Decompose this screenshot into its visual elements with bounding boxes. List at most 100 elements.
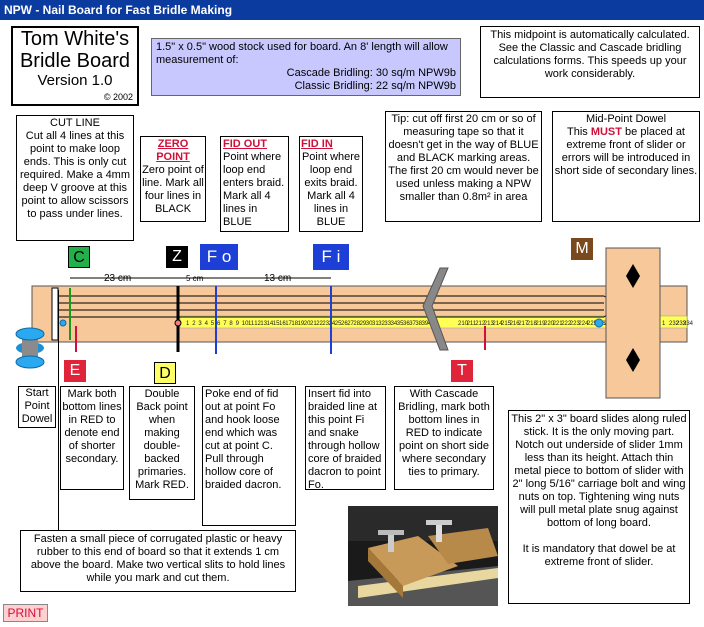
- fid-out-note: FID OUT Point where loop end enters brai…: [220, 136, 289, 232]
- cascade-capacity: Cascade Bridling: 30 sq/m NPW9b: [286, 67, 456, 79]
- long-board: [31, 285, 688, 343]
- ruler-number: 13: [260, 321, 267, 327]
- marker-fo: F o: [200, 244, 238, 270]
- cut-line-note: CUT LINE Cut all 4 lines at this point t…: [16, 115, 134, 241]
- ruler-number: 38: [415, 321, 422, 327]
- marker-e: E: [64, 360, 86, 382]
- ruler-number: 8: [229, 321, 233, 327]
- midpoint-note: This midpoint is automatically calculate…: [480, 26, 700, 98]
- window-title: NPW - Nail Board for Fast Bridle Making: [0, 0, 704, 20]
- d-note: Double Back point when making double-bac…: [129, 386, 195, 500]
- ruler-number: 36: [403, 321, 410, 327]
- start-point-dowel: [15, 327, 45, 369]
- ruler-number: 3: [198, 321, 202, 327]
- ruler-numbers-left: 1234567891011121314151617181920212223242…: [186, 321, 435, 327]
- d-point-dot: [174, 319, 182, 327]
- ruler-number: 221: [553, 321, 564, 327]
- ruler-number: 233: [676, 321, 687, 327]
- fasten-pointer: [58, 290, 59, 530]
- ruler-number: 4: [205, 321, 209, 327]
- ruler-number: 222: [561, 321, 572, 327]
- slider-photo: [348, 506, 498, 606]
- wood-stock-line-1: 1.5" x 0.5" wood stock used for board. A…: [156, 41, 448, 66]
- start-dowel-label: Start Point Dowel: [18, 386, 56, 428]
- ruler-number: 33: [384, 321, 391, 327]
- ruler-number: 213: [484, 321, 495, 327]
- ruler-number: 37: [409, 321, 416, 327]
- ruler-number: 6: [217, 321, 221, 327]
- mid-dowel-title: Mid-Point Dowel: [585, 113, 667, 125]
- ruler-number: 218: [527, 321, 538, 327]
- mid-dowel-note: Mid-Point Dowel This MUST be placed at e…: [552, 111, 700, 222]
- ruler-number: 223: [570, 321, 581, 327]
- bridle-board-diagram: 1234567891011121314151617181920212223242…: [15, 247, 694, 399]
- ruler-number: 11: [248, 321, 255, 327]
- marker-m: M: [571, 238, 593, 260]
- fasten-note: Fasten a small piece of corrugated plast…: [20, 530, 296, 592]
- zero-point-note: ZERO POINT Zero point of line. Mark all …: [140, 136, 206, 222]
- zero-point-title: ZERO POINT: [156, 138, 190, 163]
- poke-note: Poke end of fid out at point Fo and hook…: [202, 386, 296, 526]
- ruler-number: 39: [422, 321, 429, 327]
- ruler-number: 1: [186, 321, 190, 327]
- logo-line-1: Tom White's: [20, 28, 130, 50]
- mid-dowel-must: MUST: [590, 126, 622, 138]
- logo-version: Version 1.0: [37, 72, 113, 89]
- fid-out-title: FID OUT: [223, 138, 267, 150]
- start-dowel-dot: [59, 319, 67, 327]
- ruler-number: 211: [467, 321, 477, 327]
- zero-point-text: Zero point of line. Mark all four lines …: [142, 164, 204, 215]
- logo-line-2: Bridle Board: [19, 50, 131, 72]
- ruler-number: 9: [236, 321, 240, 327]
- ruler-number: 15: [273, 321, 280, 327]
- ruler-number: 28: [353, 321, 360, 327]
- ruler-number: 219: [535, 321, 546, 327]
- ruler-number: 210: [458, 321, 469, 327]
- wing-nut-top: [626, 264, 640, 288]
- ruler-number: 34: [391, 321, 398, 327]
- ruler-number: 30: [366, 321, 373, 327]
- ruler-number: 31: [372, 321, 379, 327]
- ruler-number: 215: [501, 321, 512, 327]
- ruler-number: 12: [254, 321, 261, 327]
- marker-d: D: [154, 362, 176, 384]
- ruler-number: 234: [683, 321, 694, 327]
- distance-z-fo: 5 cm: [186, 274, 204, 283]
- ruler-number: 7: [223, 321, 227, 327]
- marker-z: Z: [166, 246, 188, 268]
- ruler-number: 212: [475, 321, 486, 327]
- board-break-symbol: [422, 267, 449, 351]
- marker-t: T: [451, 360, 473, 382]
- cut-line-text: Cut all 4 lines at this point to make lo…: [19, 130, 131, 220]
- ruler-number: 214: [492, 321, 503, 327]
- mid-dowel-pre: This: [566, 126, 591, 138]
- ruler-number: 225: [587, 321, 598, 327]
- ruler-number: 10: [242, 321, 249, 327]
- ruler-number: 35: [397, 321, 404, 327]
- distance-c-z: 23 cm: [104, 273, 131, 284]
- ruler-number: 5: [211, 321, 215, 327]
- marker-c: C: [68, 246, 90, 268]
- insert-note: Insert fid into braided line at this poi…: [305, 386, 386, 491]
- ruler-number: 1: [662, 321, 666, 327]
- e-note: Mark both bottom lines in RED to denote …: [60, 386, 124, 490]
- ruler-number: 23: [322, 321, 329, 327]
- ruler-number: 21: [310, 321, 317, 327]
- wing-nut-bottom: [626, 348, 640, 372]
- ruler-number: 220: [544, 321, 555, 327]
- ruler-number: 27: [347, 321, 354, 327]
- ruler-number: 232: [669, 321, 680, 327]
- ruler-number: 29: [360, 321, 367, 327]
- print-button[interactable]: PRINT: [3, 604, 48, 622]
- distance-fo-fi: 13 cm: [264, 273, 291, 284]
- slider-note-text: This 2" x 3" board slides along ruled st…: [511, 413, 687, 529]
- ruler-number: 16: [279, 321, 286, 327]
- fid-in-text: Point where loop end exits braid. Mark a…: [301, 151, 361, 228]
- ruler-number: 25: [335, 321, 342, 327]
- ruler-number: 2: [192, 321, 196, 327]
- ruler-number: 24: [329, 321, 336, 327]
- tip-note: Tip: cut off first 20 cm or so of measur…: [385, 111, 542, 222]
- ruler-number: 17: [285, 321, 292, 327]
- wood-stock-note: 1.5" x 0.5" wood stock used for board. A…: [151, 38, 461, 96]
